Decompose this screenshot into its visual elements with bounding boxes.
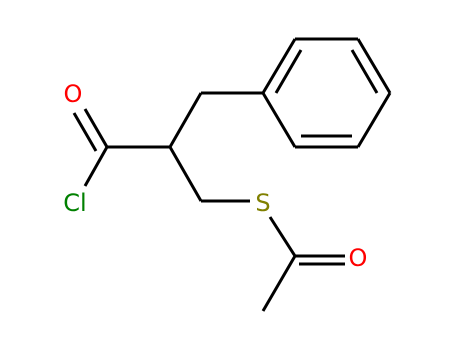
bond-ch2-ch	[168, 92, 203, 148]
atom-chlorine: Cl	[63, 189, 86, 217]
bond-ring-inner-2	[350, 49, 379, 94]
bond-ring-3	[356, 38, 392, 94]
bond-ring-6	[261, 92, 297, 148]
bond-carbonyl-o-1	[83, 108, 109, 148]
bond-s-thiocarbonyl	[268, 216, 297, 257]
atom-sulfur: S	[255, 189, 270, 217]
atom-carbonyl-oxygen: O	[64, 80, 83, 108]
benzene-ring	[261, 37, 392, 149]
bond-ring-4	[356, 92, 392, 148]
bond-ring-1	[261, 38, 297, 94]
atom-thioester-oxygen: O	[349, 244, 368, 272]
bond-ring-inner-1	[274, 49, 303, 94]
bond-carbonyl-o-2	[72, 112, 98, 152]
bond-thiocarbonyl-methyl	[261, 255, 297, 312]
bond-carbonyl-cl	[83, 146, 109, 187]
bond-ch-ch2s	[168, 146, 203, 202]
